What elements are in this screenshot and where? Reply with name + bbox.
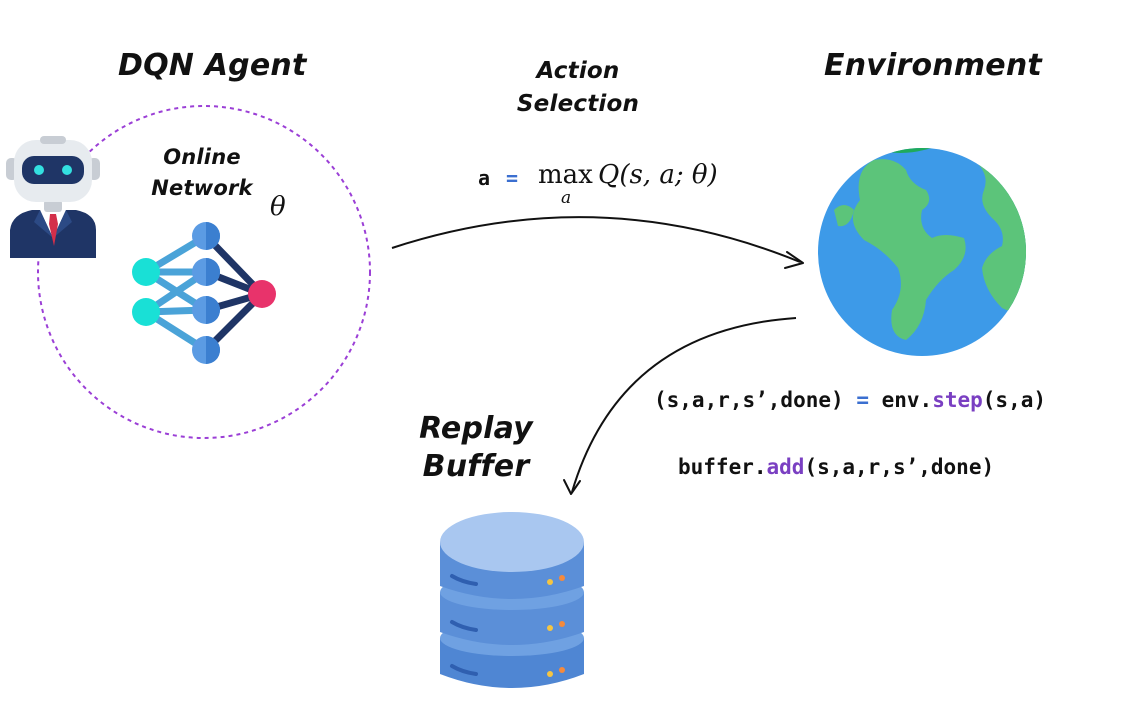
action-eq-equals: = — [506, 166, 519, 190]
action-eq-body: Q(s, a; θ) — [598, 160, 718, 190]
step-eq-args: (s,a) — [982, 388, 1046, 412]
add-eq-method: add — [766, 455, 805, 479]
add-equation: buffer.add(s,a,r,s’,done) — [678, 455, 994, 479]
action-selection-line2: Selection — [516, 91, 640, 117]
step-eq-method: step — [932, 388, 983, 412]
replay-line1: Replay — [419, 411, 533, 446]
action-selection-line1: Action — [536, 58, 620, 84]
step-equation: (s,a,r,s’,done) = env.step(s,a) — [654, 388, 1046, 412]
agent-title: DQN Agent — [118, 48, 307, 83]
globe-icon — [818, 148, 1026, 356]
online-line2: Network — [151, 176, 253, 200]
robot-agent-icon — [6, 136, 100, 258]
action-eq-max-sub: a — [561, 188, 572, 208]
action-selection-label: Action Selection — [508, 55, 648, 121]
theta-symbol: θ — [270, 192, 286, 222]
step-eq-equals: = — [856, 388, 869, 412]
replay-buffer-label: Replay Buffer — [410, 410, 542, 486]
replay-line2: Buffer — [422, 449, 530, 484]
action-eq-max: max — [538, 160, 593, 190]
step-eq-obj: env. — [881, 388, 933, 412]
neural-network-icon — [132, 222, 276, 364]
environment-title: Environment — [824, 48, 1042, 83]
add-eq-obj: buffer. — [678, 455, 767, 479]
add-eq-args: (s,a,r,s’,done) — [804, 455, 995, 479]
online-network-label: Online Network — [140, 142, 264, 204]
action-eq-lhs: a — [478, 166, 491, 190]
online-line1: Online — [163, 145, 241, 169]
step-eq-lhs: (s,a,r,s’,done) — [654, 388, 844, 412]
database-icon — [440, 512, 584, 688]
